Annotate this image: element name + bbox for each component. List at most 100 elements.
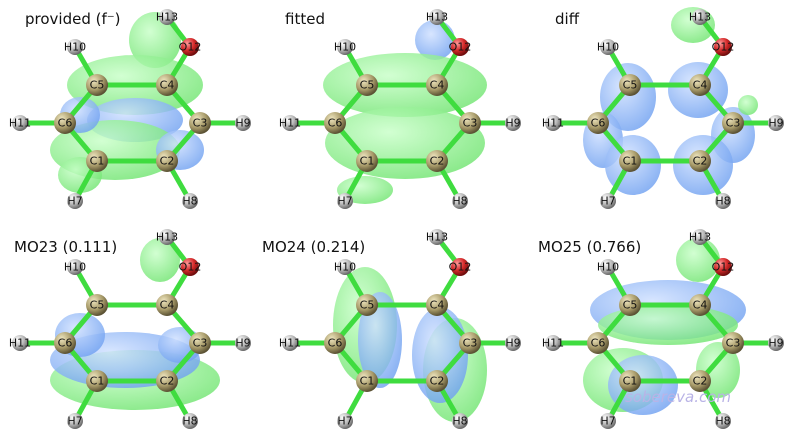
atom-H8	[182, 193, 198, 209]
atom-C3	[459, 112, 481, 134]
atom-C6	[54, 332, 76, 354]
atom-label-H11: H11	[9, 337, 31, 350]
atom-H10	[600, 259, 616, 275]
atom-C5	[86, 294, 108, 316]
atom-label-C5: C5	[623, 299, 638, 312]
atom-label-C3: C3	[463, 117, 478, 130]
atom-label-C4: C4	[160, 79, 175, 92]
atom-label-C4: C4	[430, 79, 445, 92]
panel-title-provided: provided (f⁻)	[25, 10, 121, 28]
atom-label-H13: H13	[426, 231, 448, 244]
atom-H11	[12, 335, 28, 351]
atom-label-H8: H8	[182, 195, 197, 208]
atom-label-H9: H9	[235, 337, 250, 350]
atom-C1	[356, 370, 378, 392]
atom-label-H10: H10	[334, 41, 356, 54]
atom-label-H10: H10	[64, 41, 86, 54]
negative-lobe	[608, 355, 678, 415]
atom-C3	[459, 332, 481, 354]
atom-H9	[768, 335, 784, 351]
panel-title-mo23: MO23 (0.111)	[14, 238, 117, 256]
atom-label-C2: C2	[430, 155, 445, 168]
atom-H9	[235, 115, 251, 131]
atom-C1	[86, 150, 108, 172]
atom-C2	[689, 370, 711, 392]
atom-label-H11: H11	[9, 117, 31, 130]
atom-O12	[714, 38, 732, 56]
atom-label-H11: H11	[279, 117, 301, 130]
atom-label-O12: O12	[179, 261, 202, 274]
atom-C6	[324, 332, 346, 354]
atom-label-C6: C6	[328, 117, 343, 130]
atom-H9	[505, 115, 521, 131]
atom-label-H7: H7	[337, 195, 352, 208]
positive-lobe	[129, 12, 181, 68]
atom-C6	[324, 112, 346, 134]
atom-C5	[86, 74, 108, 96]
atom-C2	[156, 150, 178, 172]
atom-label-C1: C1	[90, 375, 105, 388]
atom-H7	[67, 413, 83, 429]
atom-C6	[587, 112, 609, 134]
atom-label-H11: H11	[279, 337, 301, 350]
atom-label-C4: C4	[693, 299, 708, 312]
atom-label-H7: H7	[67, 195, 82, 208]
atom-C1	[86, 370, 108, 392]
atom-label-C4: C4	[693, 79, 708, 92]
atom-label-C3: C3	[726, 117, 741, 130]
atom-label-C6: C6	[58, 117, 73, 130]
atom-H10	[600, 39, 616, 55]
atom-C3	[189, 112, 211, 134]
atom-label-H13: H13	[689, 11, 711, 24]
atom-H7	[67, 193, 83, 209]
atom-label-C6: C6	[328, 337, 343, 350]
atom-C4	[156, 294, 178, 316]
atom-label-C2: C2	[693, 375, 708, 388]
atom-label-H11: H11	[542, 337, 564, 350]
atom-C5	[356, 294, 378, 316]
atom-O12	[451, 38, 469, 56]
atom-label-H7: H7	[600, 195, 615, 208]
atom-H9	[235, 335, 251, 351]
atom-H9	[505, 335, 521, 351]
atom-label-C1: C1	[360, 155, 375, 168]
atom-label-H8: H8	[182, 415, 197, 428]
atom-label-H9: H9	[768, 117, 783, 130]
atom-label-H13: H13	[426, 11, 448, 24]
atom-H13	[692, 9, 708, 25]
atom-C4	[689, 74, 711, 96]
atom-H7	[337, 413, 353, 429]
atom-label-O12: O12	[179, 41, 202, 54]
atom-H8	[715, 193, 731, 209]
atom-H8	[715, 413, 731, 429]
atom-C4	[426, 74, 448, 96]
atom-label-H8: H8	[715, 415, 730, 428]
atom-H8	[452, 193, 468, 209]
atom-H10	[337, 259, 353, 275]
atom-H13	[159, 9, 175, 25]
atom-label-H9: H9	[768, 337, 783, 350]
atom-C4	[426, 294, 448, 316]
atom-label-H9: H9	[235, 117, 250, 130]
atom-label-C5: C5	[360, 299, 375, 312]
atom-label-C1: C1	[360, 375, 375, 388]
panel-title-mo24: MO24 (0.214)	[262, 238, 365, 256]
atom-H8	[182, 413, 198, 429]
atom-H7	[600, 413, 616, 429]
atom-label-C3: C3	[463, 337, 478, 350]
atom-C1	[356, 150, 378, 172]
atom-C3	[722, 332, 744, 354]
atom-H10	[337, 39, 353, 55]
atom-H10	[67, 259, 83, 275]
atom-label-C5: C5	[623, 79, 638, 92]
atom-label-H10: H10	[64, 261, 86, 274]
atom-C1	[619, 370, 641, 392]
atom-O12	[714, 258, 732, 276]
atom-O12	[451, 258, 469, 276]
